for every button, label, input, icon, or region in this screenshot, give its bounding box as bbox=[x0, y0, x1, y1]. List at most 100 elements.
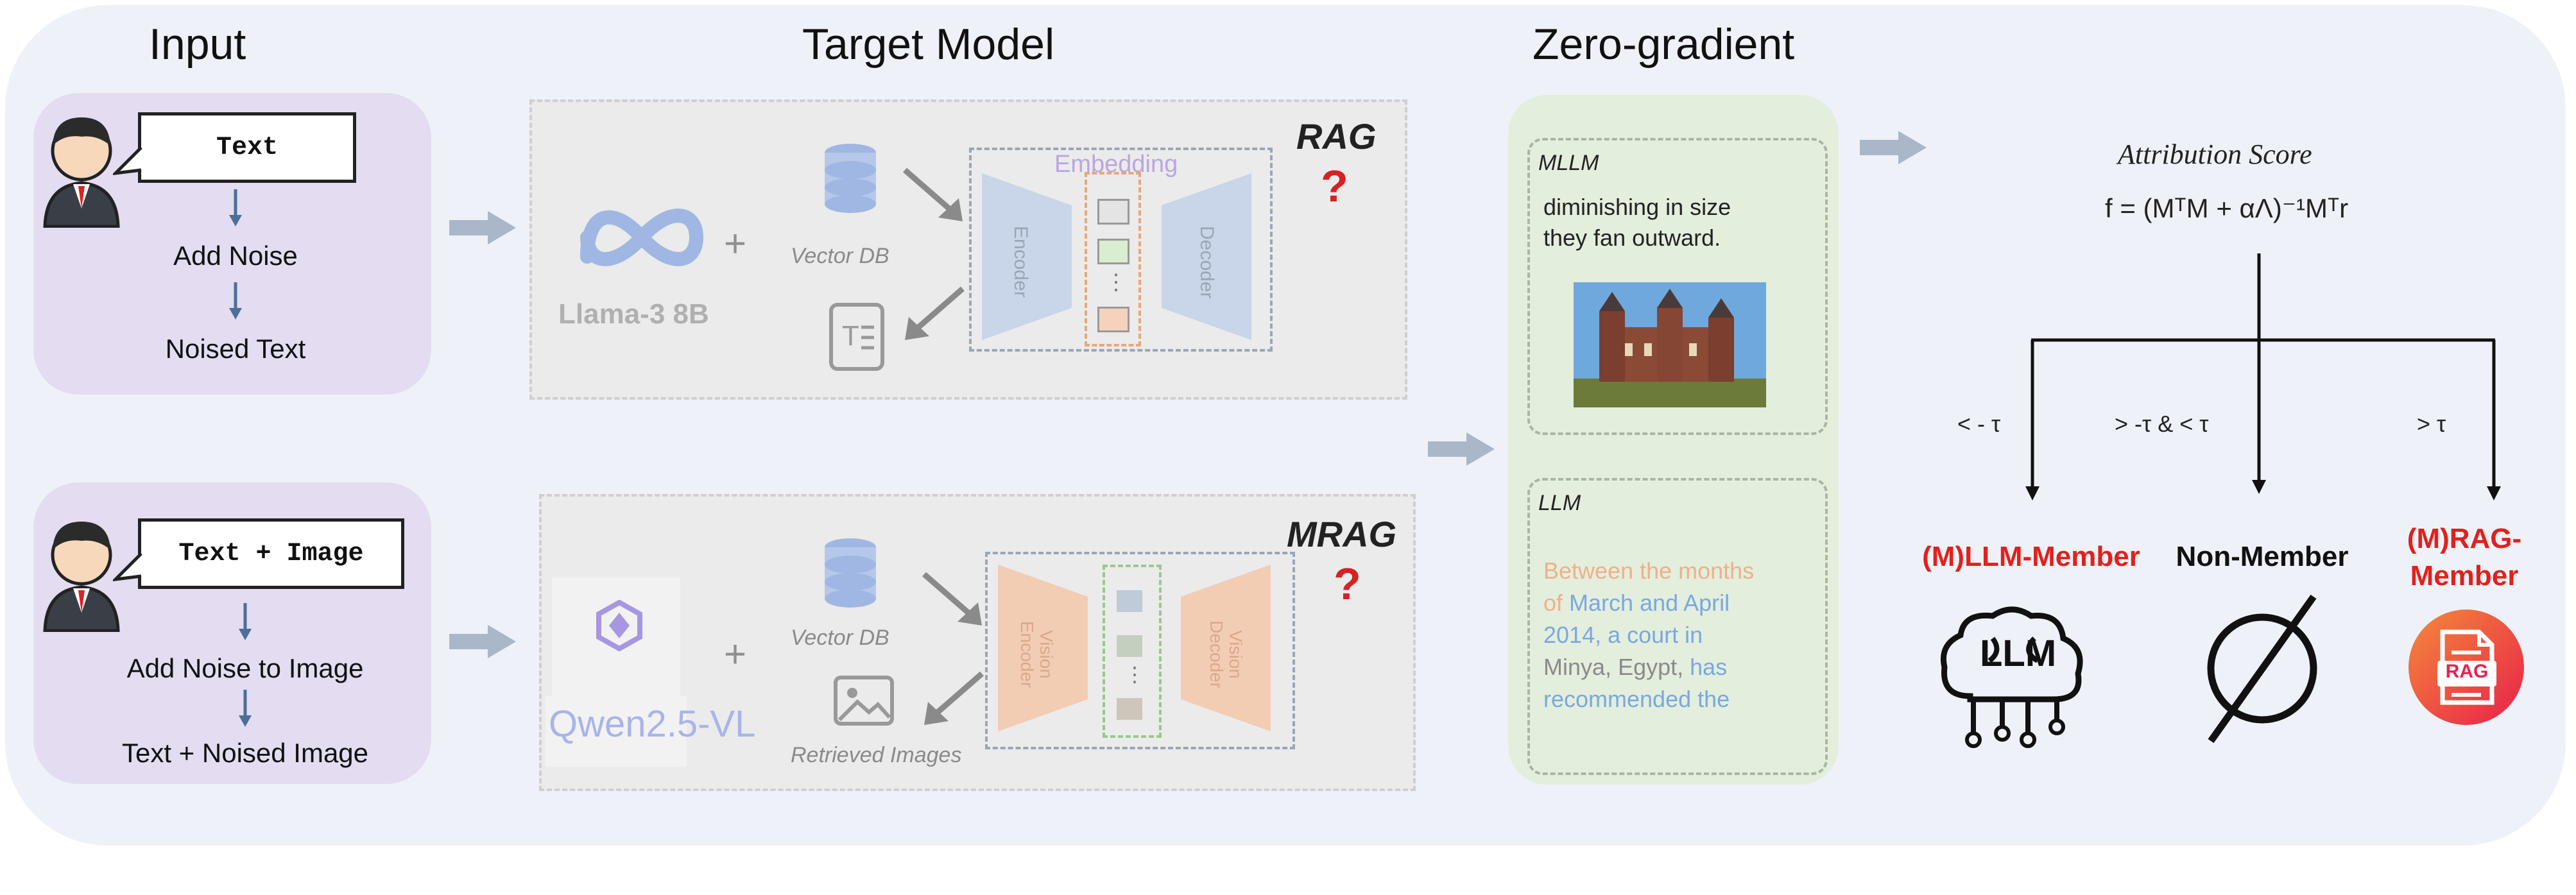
mrag-corner-label: MRAG bbox=[1287, 514, 1397, 554]
image-icon bbox=[834, 676, 894, 726]
llm-token: March and April bbox=[1569, 590, 1730, 616]
vision-token-thumb bbox=[1117, 590, 1142, 612]
plus-sign: + bbox=[724, 222, 747, 265]
section-title-zero-gradient: Zero-gradient bbox=[1533, 20, 1795, 69]
down-arrow bbox=[229, 189, 242, 226]
llm-token: Between the months bbox=[1543, 558, 1755, 584]
llm-token: Minya bbox=[1543, 654, 1606, 680]
vision-encoder-label: Vision Encoder bbox=[1017, 620, 1056, 688]
speech-bubble-label: Text + Image bbox=[178, 539, 364, 568]
qwen-name-bg bbox=[545, 696, 687, 767]
document-icon: T bbox=[829, 303, 884, 371]
speech-bubble-text-image: Text + Image bbox=[138, 518, 404, 589]
speech-bubble-text: Text bbox=[138, 112, 356, 183]
llm-text-line: recommended the bbox=[1543, 683, 1813, 715]
vector-db-caption: Vector DB bbox=[791, 626, 889, 650]
flow-arrow bbox=[449, 625, 516, 658]
decision-tree-lines bbox=[2025, 253, 2501, 500]
vision-decoder-label: Vision Decoder bbox=[1206, 620, 1246, 688]
llm-text-line: Between the months bbox=[1543, 555, 1813, 587]
arrow-out-to-images bbox=[924, 671, 984, 725]
brain-icon-label: LLM bbox=[1980, 633, 2057, 674]
section-title-input: Input bbox=[149, 20, 246, 69]
mllm-example-box bbox=[1527, 138, 1828, 435]
vision-token-thumb bbox=[1117, 698, 1142, 720]
rag-question-mark: ? bbox=[1321, 161, 1348, 211]
outcome-llm-member: (M)LLM-Member bbox=[1922, 541, 2140, 572]
attribution-score-title: Attribution Score bbox=[2118, 139, 2312, 170]
mllm-heading: MLLM bbox=[1538, 151, 1599, 175]
embedding-cell bbox=[1097, 199, 1129, 225]
database-icon bbox=[825, 538, 876, 608]
down-arrow bbox=[229, 282, 242, 320]
outcome-rag-member-line1: (M)RAG- bbox=[2407, 523, 2522, 554]
llm-attribution-text: Between the months of March and April 20… bbox=[1543, 555, 1813, 715]
database-icon bbox=[825, 144, 876, 213]
vision-decoder-trapezoid bbox=[1181, 565, 1271, 731]
llm-token: , bbox=[1677, 654, 1684, 680]
qwen-logo-icon bbox=[596, 600, 642, 651]
down-arrow bbox=[239, 690, 252, 727]
outcome-non-member: Non-Member bbox=[2176, 541, 2349, 572]
llm-token: has bbox=[1690, 654, 1728, 680]
attribution-formula: f = (MᵀM + αΛ)⁻¹Mᵀr bbox=[2105, 193, 2349, 223]
embedding-frame bbox=[969, 148, 1273, 352]
flow-arrow bbox=[1860, 131, 1927, 164]
llm-text-line: 2014, a court in bbox=[1543, 619, 1813, 651]
vector-db-caption: Vector DB bbox=[791, 244, 889, 268]
llm-heading: LLM bbox=[1538, 491, 1581, 515]
threshold-middle: > -τ & < τ bbox=[2115, 411, 2209, 437]
threshold-left: < - τ bbox=[1957, 411, 2001, 437]
mrag-question-mark: ? bbox=[1334, 559, 1361, 609]
decoder-trapezoid bbox=[1162, 173, 1251, 340]
llm-example-box bbox=[1527, 478, 1828, 775]
step-add-noise-image: Add Noise to Image bbox=[126, 653, 364, 683]
vision-token-frame bbox=[1103, 565, 1162, 738]
llm-text-line: Minya, Egypt, has bbox=[1543, 651, 1813, 683]
step-add-noise: Add Noise bbox=[173, 241, 298, 271]
embedding-dots: ⋮ bbox=[1105, 270, 1127, 294]
llama-model-name: Llama-3 8B bbox=[558, 298, 709, 330]
embedding-vector-frame bbox=[1085, 172, 1141, 346]
arrow-out-to-doc bbox=[905, 286, 965, 340]
outcome-rag-member-line2: Member bbox=[2410, 560, 2519, 592]
brain-llm-icon bbox=[1940, 606, 2083, 748]
vision-token-dots: ⋮ bbox=[1124, 663, 1145, 686]
retrieved-images-caption: Retrieved Images bbox=[791, 743, 962, 767]
flow-arrow bbox=[449, 211, 516, 244]
qwen-logo-bg bbox=[552, 577, 680, 706]
embedding-cell bbox=[1097, 307, 1129, 332]
llm-token: of bbox=[1543, 590, 1563, 616]
speech-bubble-label: Text bbox=[216, 133, 278, 162]
arrow-into-encoder bbox=[903, 167, 963, 221]
meta-logo-icon bbox=[580, 209, 704, 266]
qwen-model-name: Qwen2.5-VL bbox=[549, 703, 756, 745]
zero-gradient-panel bbox=[1508, 95, 1839, 785]
castle-photo bbox=[1574, 282, 1766, 407]
decoder-label: Decoder bbox=[1196, 226, 1217, 299]
step-noised-text: Noised Text bbox=[165, 334, 306, 364]
mllm-text-line2: they fan outward. bbox=[1543, 225, 1721, 251]
embedding-cell bbox=[1097, 239, 1129, 264]
vision-embedding-frame bbox=[985, 552, 1295, 749]
plus-sign: + bbox=[724, 633, 747, 676]
llm-token: recommended the bbox=[1543, 686, 1730, 712]
vision-encoder-trapezoid bbox=[998, 565, 1088, 731]
rag-corner-label: RAG bbox=[1296, 116, 1377, 157]
down-arrow bbox=[239, 603, 252, 640]
null-set-icon bbox=[2207, 594, 2317, 744]
svg-text:T: T bbox=[842, 320, 859, 352]
llm-token: 2014, a court in bbox=[1543, 622, 1703, 648]
step-text-noised-image: Text + Noised Image bbox=[121, 738, 369, 768]
threshold-right: > τ bbox=[2417, 411, 2446, 437]
flow-arrow bbox=[1428, 432, 1495, 466]
speech-bubble-tail bbox=[113, 552, 142, 582]
arrow-into-encoder bbox=[922, 572, 982, 626]
speech-bubble-tail bbox=[113, 146, 142, 176]
mllm-text-line1: diminishing in size bbox=[1543, 194, 1731, 220]
vision-token-thumb bbox=[1117, 635, 1142, 657]
encoder-trapezoid bbox=[982, 173, 1072, 340]
llm-token: Egypt bbox=[1618, 654, 1678, 680]
person-icon bbox=[43, 117, 120, 228]
llm-token: , bbox=[1605, 654, 1612, 680]
